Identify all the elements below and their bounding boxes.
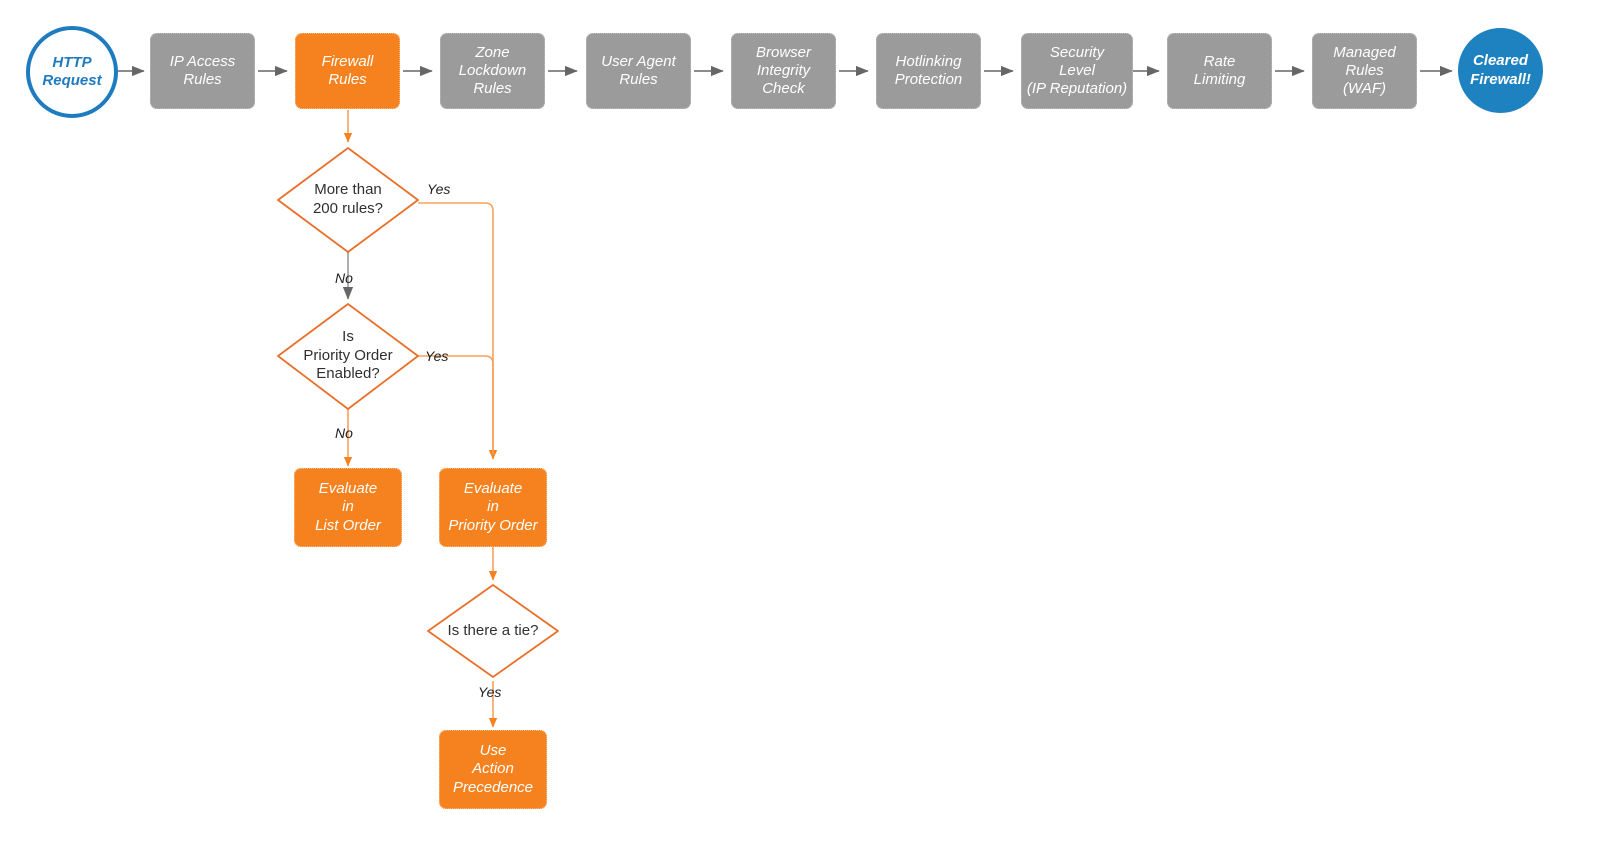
edge-label-priority-no: No <box>335 425 353 441</box>
decision-is-there-a-tie-shape <box>427 584 559 678</box>
edge-priority-yes-to-priority-order-box <box>418 355 494 455</box>
decision-is-priority-order-enabled-shape <box>277 303 419 410</box>
edge-label-rules-no: No <box>335 270 353 286</box>
edge-rules-yes-to-priority-order-box <box>418 202 498 460</box>
edge-label-rules-yes: Yes <box>427 181 451 197</box>
decision-more-than-200-rules-shape <box>277 147 419 253</box>
edge-label-priority-yes: Yes <box>425 348 449 364</box>
edge-label-tie-yes: Yes <box>478 684 502 700</box>
